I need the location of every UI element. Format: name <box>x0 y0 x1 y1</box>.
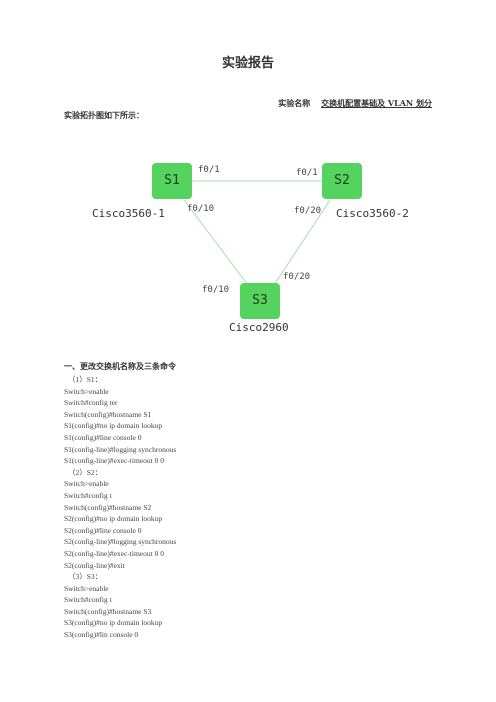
link-s2-s3 <box>273 199 331 286</box>
command-line: S2(config)#no ip domain lookup <box>64 514 163 524</box>
switch-s1[interactable] <box>152 163 192 199</box>
switch-s3[interactable] <box>240 283 280 319</box>
port-s3-to-s1: f0/10 <box>202 285 230 295</box>
command-line: Switch#config t <box>64 595 112 605</box>
command-line: （1）S1： <box>68 375 103 384</box>
experiment-name-line: 实验名称 交换机配置基础及 VLAN 划分 <box>278 98 432 109</box>
command-line: （3）S3： <box>68 572 103 582</box>
command-line: S2(config-line)#exec-timeout 0 0 <box>64 548 164 558</box>
topology-intro: 实验拓扑图如下所示： <box>64 110 144 120</box>
command-line: Switch(config)#hostname S3 <box>64 606 152 616</box>
command-line: Switch>enable <box>64 583 109 593</box>
port-s2-to-s3: f0/20 <box>294 206 322 216</box>
command-line: S3(config)#no ip domain lookup <box>64 618 163 628</box>
section-heading: 一、更改交换机名称及三条命令 <box>64 361 176 371</box>
experiment-name-label: 实验名称 <box>278 98 311 108</box>
command-line: （2）S2： <box>68 467 103 477</box>
command-line: S1(config-line)#logging synchronous <box>64 444 177 454</box>
command-line: S1(config)#no ip domain lookup <box>64 421 163 431</box>
switch-s2[interactable] <box>322 163 362 199</box>
command-line: S3(config)#lin console 0 <box>64 630 139 640</box>
command-line: Switch>enable <box>64 479 109 489</box>
page-title: 实验报告 <box>221 56 274 71</box>
command-line: S1(config)#line console 0 <box>64 432 142 442</box>
command-line: Switch(config)#hostname S2 <box>64 502 152 512</box>
command-line: Switch(config)#hostname S1 <box>64 409 152 419</box>
port-s1-to-s3: f0/10 <box>187 204 215 214</box>
model-s1: Cisco3560-1 <box>92 207 165 220</box>
command-line: S2(config)#line console 0 <box>64 525 142 535</box>
port-s2-to-s1: f0/1 <box>296 168 318 178</box>
link-s1-s3 <box>183 199 249 286</box>
command-line: Switch>enable <box>64 386 109 396</box>
model-s2: Cisco3560-2 <box>336 207 409 220</box>
experiment-name-value: 交换机配置基础及 VLAN 划分 <box>321 98 432 108</box>
command-line: Switch#config t <box>64 490 112 500</box>
command-line: S2(config-line)#logging synchronous <box>64 537 177 547</box>
port-s3-to-s2: f0/20 <box>283 272 311 282</box>
command-line: S1(config-line)#exec-timeout 0 0 <box>64 456 164 466</box>
port-s1-to-s2: f0/1 <box>198 165 220 175</box>
command-line: Switch#config ter <box>64 398 118 408</box>
command-line: S2(config-line)#exit <box>64 560 125 570</box>
model-s3: Cisco2960 <box>229 321 289 334</box>
switch-s2-label: S2 <box>334 173 350 188</box>
switch-s3-label: S3 <box>252 293 268 308</box>
switch-s1-label: S1 <box>164 173 180 188</box>
